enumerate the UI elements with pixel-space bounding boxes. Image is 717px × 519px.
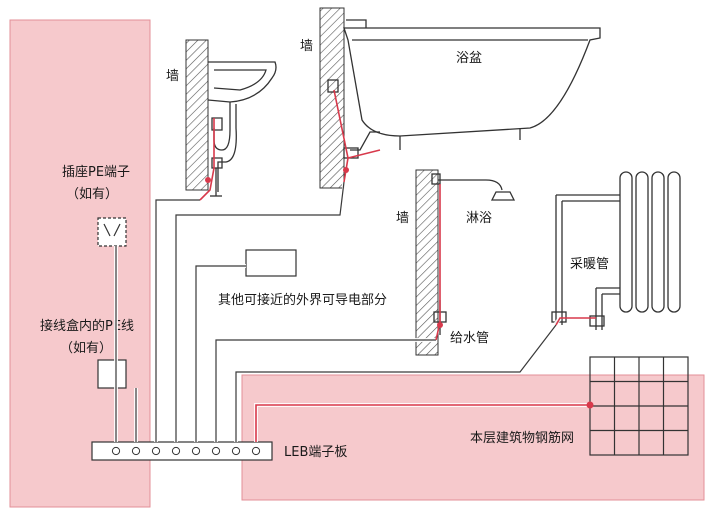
label-junction-pe: 接线盒内的PE线 — [40, 318, 134, 334]
bottom-shaded-zone — [241, 374, 705, 501]
shower-bond-point — [437, 322, 443, 328]
label-socket-pe: 插座PE端子 — [62, 165, 130, 180]
bathtub-bond-point — [343, 167, 349, 173]
label-water-pipe: 给水管 — [450, 331, 489, 346]
leb-terminal-board — [91, 441, 273, 461]
junction-box — [97, 359, 127, 389]
label-washbasin: 浴盆 — [456, 51, 482, 66]
socket-pe-terminal — [97, 217, 127, 247]
label-rebar-mesh: 本层建筑物钢筋网 — [470, 430, 574, 446]
label-heating-pipe: 采暖管 — [570, 257, 609, 272]
label-other-parts: 其他可接近的外界可导电部分 — [218, 292, 387, 308]
rebar-bond-point — [586, 401, 594, 409]
wall-shower — [415, 169, 439, 356]
bonding-conductors — [115, 181, 557, 442]
wall-washbasin — [185, 39, 209, 191]
shower-fixture — [431, 173, 516, 335]
wall-label-1: 墙 — [166, 69, 179, 84]
label-shower: 淋浴 — [466, 211, 492, 226]
radiator-fixture — [551, 171, 681, 330]
label-socket-pe-note: （如有） — [66, 186, 118, 202]
washbasin-fixture — [207, 61, 277, 197]
wall-bathtub — [319, 7, 345, 189]
washbasin-bond-point — [205, 177, 211, 183]
label-leb: LEB端子板 — [284, 445, 347, 460]
wall-label-2: 墙 — [300, 39, 313, 54]
left-shaded-zone — [9, 19, 151, 508]
other-conductive-box — [245, 249, 297, 277]
bathtub-fixture — [327, 19, 601, 159]
label-junction-pe-note: （如有） — [60, 340, 112, 356]
wall-label-3: 墙 — [396, 211, 409, 226]
